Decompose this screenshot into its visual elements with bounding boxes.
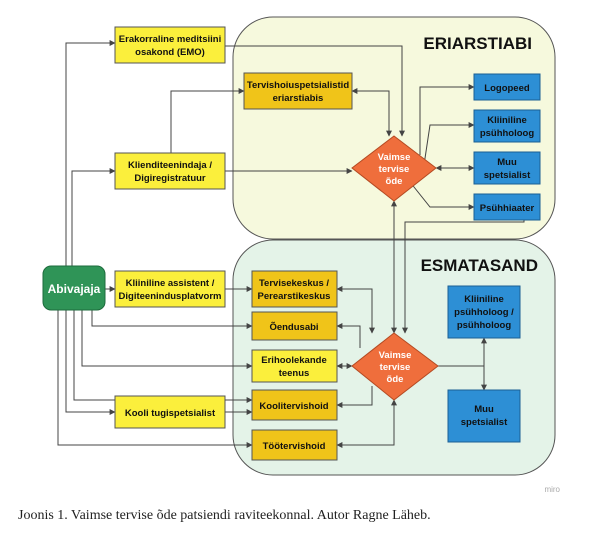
- eri-vaimse-tervise-ode-node[interactable]: Vaimse tervise õde: [351, 135, 437, 202]
- eri-muu-spetsialist-node[interactable]: Muu spetsialist: [473, 151, 541, 185]
- eri-vto-label-2: tervise: [379, 164, 410, 175]
- kliiniline-assistent-node[interactable]: Kliiniline assistent / Digiteenindusplat…: [114, 270, 226, 308]
- tervisekeskus-label-1: Tervisekeskus /: [259, 278, 329, 289]
- edge-klienditeenindaja-tervishoiu: [170, 88, 245, 159]
- oendusabi-label: Õendusabi: [269, 322, 318, 333]
- esma-vto-label-3: õde: [387, 374, 404, 385]
- edge-emo-vto: [225, 45, 405, 137]
- edge-abivajaja-klienditeenindaja: [71, 168, 116, 266]
- miro-watermark: miro: [544, 485, 560, 494]
- edge-abivajaja-erihoolekande: [81, 310, 253, 369]
- esma-muu-spetsialist-label-2: spetsialist: [461, 417, 508, 428]
- edge-vto-psyhhiaater: [409, 181, 475, 210]
- zone-eriarstiabi-title: ERIARSTIABI: [423, 34, 532, 53]
- edge-vto-logopeed: [419, 84, 475, 155]
- erihoolekande-label-1: Erihoolekande: [261, 355, 326, 366]
- esma-muu-spetsialist-node[interactable]: Muu spetsialist: [447, 389, 521, 443]
- erihoolekande-node[interactable]: Erihoolekande teenus: [251, 349, 338, 383]
- kooli-tugispetsialist-node[interactable]: Kooli tugispetsialist: [114, 395, 226, 429]
- esma-muu-spetsialist-label-1: Muu: [474, 404, 494, 415]
- esma-vaimse-tervise-ode-node[interactable]: Vaimse tervise õde: [351, 332, 439, 401]
- logopeed-node[interactable]: Logopeed: [473, 73, 541, 101]
- tootervishoid-label: Töötervishoid: [263, 441, 326, 452]
- edge-abivajaja-tootervishoid: [57, 310, 253, 448]
- eri-kliiniline-psyhholoog-node[interactable]: Kliiniline psühholoog: [473, 109, 541, 143]
- klienditeenindaja-node[interactable]: Klienditeenindaja / Digiregistratuur: [114, 152, 226, 190]
- eri-kliiniline-psyhholoog-label-2: psühholoog: [480, 128, 535, 139]
- edge-oendusabi-vto: [336, 323, 361, 348]
- figure-caption: Joonis 1. Vaimse tervise õde patsiendi r…: [18, 508, 431, 523]
- kliiniline-assistent-label-1: Kliiniline assistent /: [126, 278, 215, 289]
- esma-vto-label-2: tervise: [380, 362, 411, 373]
- abivajaja-node[interactable]: Abivajaja: [42, 265, 106, 311]
- care-pathway-diagram: ERIARSTIABI ESMATASAND: [42, 16, 561, 494]
- koolitervishoid-node[interactable]: Koolitervishoid: [251, 389, 338, 421]
- edge-abivajaja-tugispetsialist: [65, 310, 116, 415]
- edge-abivajaja-emo: [65, 40, 116, 266]
- esma-kliiniline-psyhholoog-node[interactable]: Kliiniline psühholoog / psühholoog: [447, 285, 521, 339]
- zone-esmatasand-title: ESMATASAND: [421, 256, 538, 275]
- emo-label-1: Erakorraline meditsiini: [119, 34, 221, 45]
- kooli-tugispetsialist-label: Kooli tugispetsialist: [125, 408, 216, 419]
- tervishoiuspetsialistid-label-2: eriarstiabis: [273, 93, 324, 104]
- esma-kliiniline-psyhholoog-label-1: Kliiniline: [464, 294, 504, 305]
- tervishoiuspetsialistid-node[interactable]: Tervishoiuspetsialistid eriarstiabis: [243, 72, 353, 110]
- esma-vto-label-1: Vaimse: [379, 350, 412, 361]
- edge-tervishoiu-vto: [351, 88, 392, 137]
- eri-muu-spetsialist-label-2: spetsialist: [484, 170, 531, 181]
- psyhhiaater-label: Psühhiaater: [480, 203, 535, 214]
- tootervishoid-node[interactable]: Töötervishoid: [251, 429, 338, 461]
- tervisekeskus-node[interactable]: Tervisekeskus / Perearstikeskus: [251, 270, 338, 308]
- eri-muu-spetsialist-label-1: Muu: [497, 157, 517, 168]
- edge-tootervishoid-vto: [336, 399, 397, 448]
- edge-abivajaja-koolitervishoid: [73, 310, 253, 403]
- klienditeenindaja-label-2: Digiregistratuur: [134, 173, 206, 184]
- eri-vto-label-1: Vaimse: [378, 152, 411, 163]
- koolitervishoid-label: Koolitervishoid: [259, 401, 328, 412]
- klienditeenindaja-label-1: Klienditeenindaja /: [128, 160, 212, 171]
- erihoolekande-label-2: teenus: [279, 368, 310, 379]
- eri-kliiniline-psyhholoog-label-1: Kliiniline: [487, 115, 527, 126]
- emo-label-2: osakond (EMO): [135, 47, 205, 58]
- psyhhiaater-node[interactable]: Psühhiaater: [473, 193, 541, 221]
- edge-abivajaja-oendusabi: [91, 310, 253, 329]
- eri-vto-label-3: õde: [386, 176, 403, 187]
- esma-kliiniline-psyhholoog-label-2: psühholoog /: [454, 307, 514, 318]
- edge-vto-kliiniline: [423, 122, 475, 166]
- tervishoiuspetsialistid-label-1: Tervishoiuspetsialistid: [247, 80, 349, 91]
- abivajaja-label: Abivajaja: [48, 282, 101, 296]
- oendusabi-node[interactable]: Õendusabi: [251, 311, 338, 341]
- emo-node[interactable]: Erakorraline meditsiini osakond (EMO): [114, 26, 226, 64]
- edge-tervisekeskus-vto: [336, 286, 375, 334]
- kliiniline-assistent-label-2: Digiteenindusplatvorm: [119, 291, 222, 302]
- logopeed-label: Logopeed: [484, 83, 530, 94]
- tervisekeskus-label-2: Perearstikeskus: [258, 291, 331, 302]
- esma-kliiniline-psyhholoog-label-3: psühholoog: [457, 320, 512, 331]
